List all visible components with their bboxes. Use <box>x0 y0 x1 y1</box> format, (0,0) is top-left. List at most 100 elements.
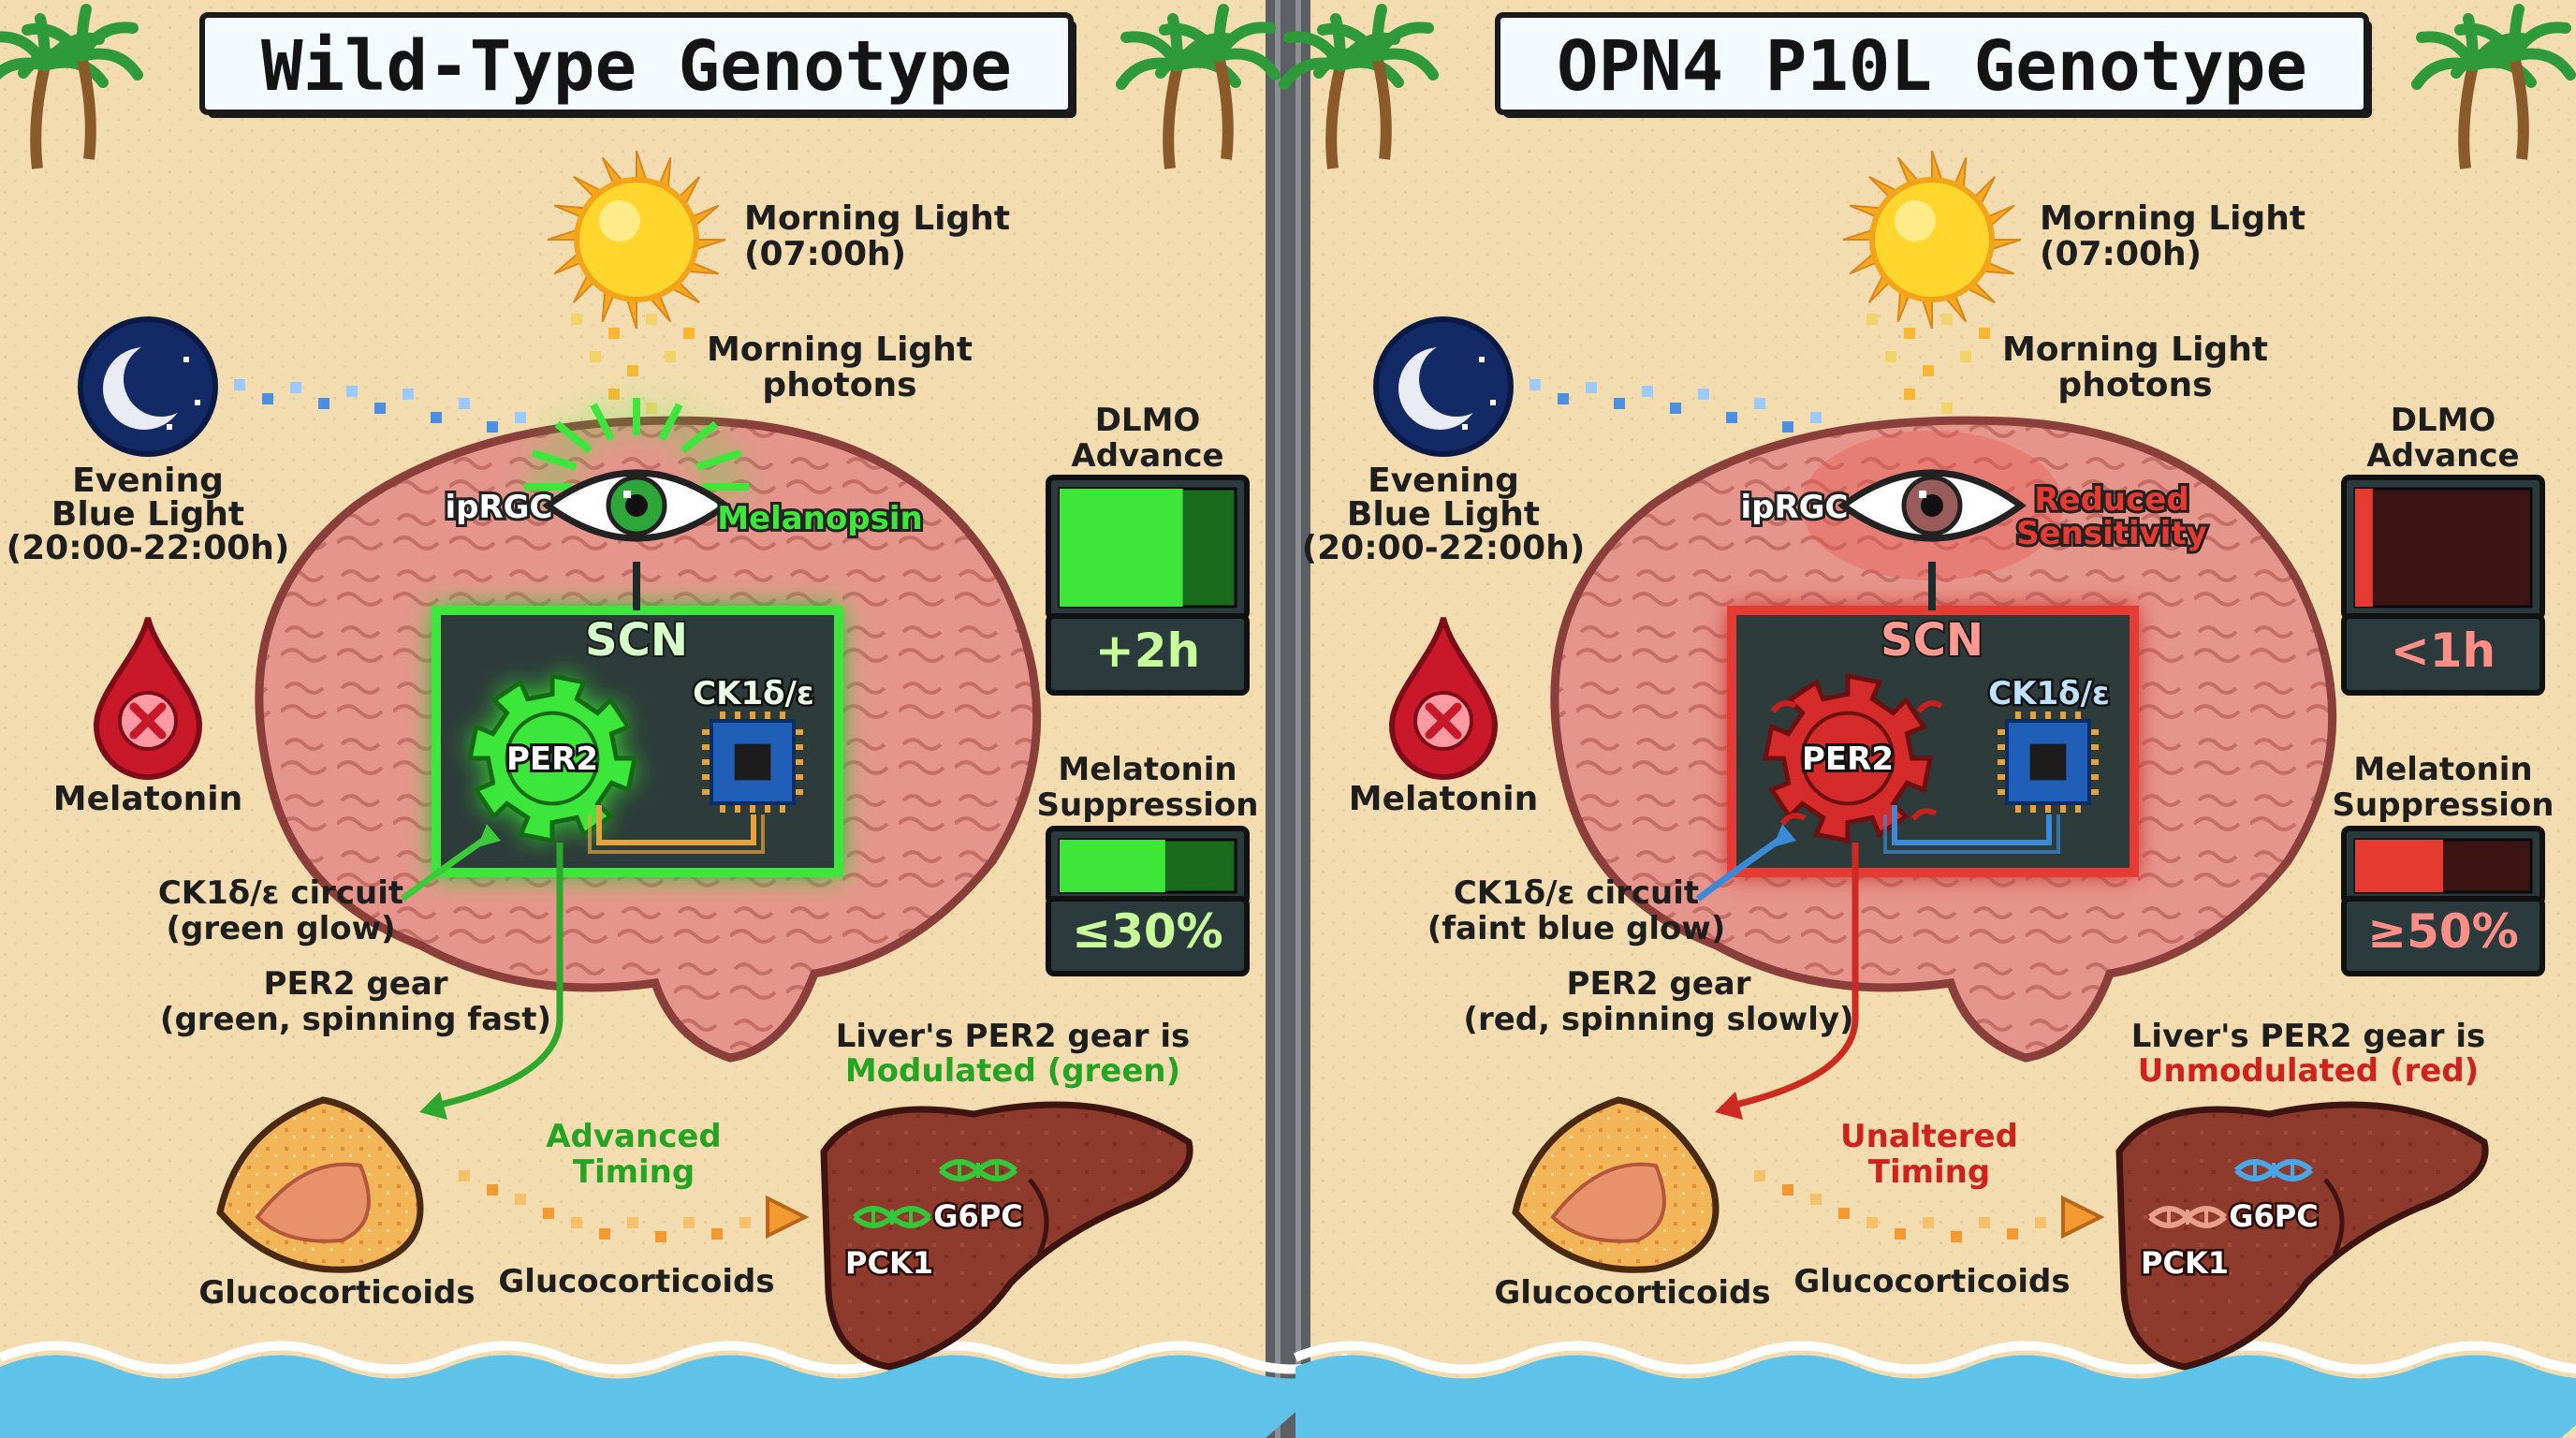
morning-photon-trail <box>571 314 695 414</box>
chip-pin <box>702 744 711 750</box>
suppression-value-box <box>2341 896 2545 976</box>
chip-pin <box>2075 803 2081 813</box>
per2-note-line2: (green, spinning fast) <box>160 1001 551 1038</box>
dlmo-gauge <box>1046 475 1250 621</box>
eye-icon <box>1837 469 2027 542</box>
glucocorticoid-dot-trail <box>1754 1170 2046 1242</box>
palm-tree-icon <box>18 4 143 160</box>
chip-pin <box>1998 789 2007 795</box>
photon-dot <box>346 386 358 397</box>
evening-light-label-line1: Evening <box>1368 462 1519 500</box>
per2-gear-icon <box>466 672 638 844</box>
suppression-title-line1: Melatonin <box>1058 751 1237 788</box>
timing-label-line1: Advanced <box>546 1118 722 1155</box>
evening-photon-trail <box>1530 379 1822 433</box>
chip-pin <box>2075 712 2081 721</box>
ck1-note-line1: CK1δ/ε circuit <box>158 874 403 912</box>
star-icon <box>195 400 200 405</box>
dna-rung <box>2291 1163 2294 1178</box>
photon-dot <box>1726 412 1737 423</box>
chip-pin <box>735 712 740 721</box>
photon-dot <box>1904 328 1915 339</box>
gauge-fill <box>1060 489 1183 607</box>
photon-dot <box>1614 398 1625 409</box>
chip-pin <box>765 712 770 721</box>
chip-pin <box>2089 729 2099 735</box>
eye-glow-rays <box>524 398 749 491</box>
photon-dot <box>711 1228 723 1240</box>
photon-dot <box>2035 1217 2046 1228</box>
suppression-gauge <box>1046 826 1250 906</box>
chip-core <box>2029 743 2067 781</box>
palm-trunk <box>76 54 96 160</box>
chip-pin <box>2030 803 2036 813</box>
glucocorticoid-dot-trail <box>459 1170 751 1242</box>
photon-dot <box>1904 389 1915 400</box>
chip-pin <box>794 729 803 735</box>
star-icon <box>183 357 189 362</box>
suppression-value: ≥50% <box>2367 904 2519 959</box>
ck1-label: CK1δ/ε <box>1988 675 2110 712</box>
chip-pin <box>750 712 755 721</box>
per2-note-line1: PER2 gear <box>1567 965 1751 1003</box>
photon-dot <box>1754 398 1765 409</box>
photon-dot <box>374 403 386 414</box>
blood-drop-icon <box>93 617 203 780</box>
timing-arrow-icon <box>2061 1195 2105 1240</box>
photon-dot <box>1979 328 1990 339</box>
g6pc-label: G6PC <box>933 1198 1022 1234</box>
spin-arrow-icon <box>1916 700 1943 713</box>
gauge-fill <box>2355 489 2373 607</box>
palm-trunk <box>1163 64 1183 169</box>
photon-dot <box>739 1217 751 1228</box>
ck1-arrow-head-icon <box>1773 824 1796 847</box>
palm-trunk <box>2458 64 2479 169</box>
panel-title: OPN4 P10L Genotype <box>1557 26 2307 107</box>
chip-pin <box>2089 789 2099 795</box>
morning-photons-label-line1: Morning Light <box>707 330 973 369</box>
chip-pin <box>720 712 725 721</box>
pck1-label: PCK1 <box>2141 1245 2229 1281</box>
chip-pin <box>735 803 740 813</box>
photon-dot <box>543 1208 554 1219</box>
palm-tree-icon <box>1313 4 1439 160</box>
palm-tree-icon <box>2451 4 2576 160</box>
dna-rung <box>995 1163 999 1178</box>
panel-divider <box>1266 0 1310 1438</box>
photon-dot <box>2007 1228 2018 1240</box>
microchip-icon <box>702 712 803 813</box>
palm-frond <box>1371 4 1387 62</box>
palm-trunk <box>1371 54 1392 160</box>
glucocorticoids-label-left: Glucocorticoids <box>1494 1274 1770 1312</box>
ck1-note-line2: (faint blue glow) <box>1427 910 1726 947</box>
chip-pin <box>2089 759 2099 765</box>
dlmo-value: +2h <box>1095 624 1200 678</box>
palm-trunk <box>1213 54 1234 160</box>
g6pc-dna-icon <box>2233 1159 2314 1181</box>
dna-rung <box>890 1210 894 1225</box>
chip-pin <box>2045 803 2051 813</box>
g6pc-dna-icon <box>938 1159 1018 1181</box>
chip-pin <box>2015 712 2021 721</box>
dlmo-value-box <box>1046 613 1250 696</box>
photon-dot <box>1941 314 1953 325</box>
palm-trunk <box>1325 64 1346 169</box>
per2-gear-glow <box>466 672 638 844</box>
dlmo-title-line1: DLMO <box>2391 402 2496 439</box>
x-mark-icon <box>1425 702 1462 740</box>
suppression-title-line2: Suppression <box>1037 786 1259 824</box>
photon-dot <box>571 1217 582 1228</box>
chip-pin <box>750 803 755 813</box>
dlmo-title-line2: Advance <box>2366 437 2519 475</box>
morning-photons-label-line2: photons <box>762 366 916 404</box>
chip-pin <box>702 789 711 795</box>
dlmo-gauge <box>2341 475 2545 621</box>
photon-dot <box>1895 1228 1906 1240</box>
chip-pin <box>794 744 803 750</box>
star-icon <box>1490 400 1496 405</box>
chip-pin <box>2030 712 2036 721</box>
liver-note: Liver's PER2 gear is <box>836 1018 1190 1055</box>
eye-icon <box>542 469 731 542</box>
gland-core <box>255 1162 371 1243</box>
photon-dot <box>487 421 498 433</box>
